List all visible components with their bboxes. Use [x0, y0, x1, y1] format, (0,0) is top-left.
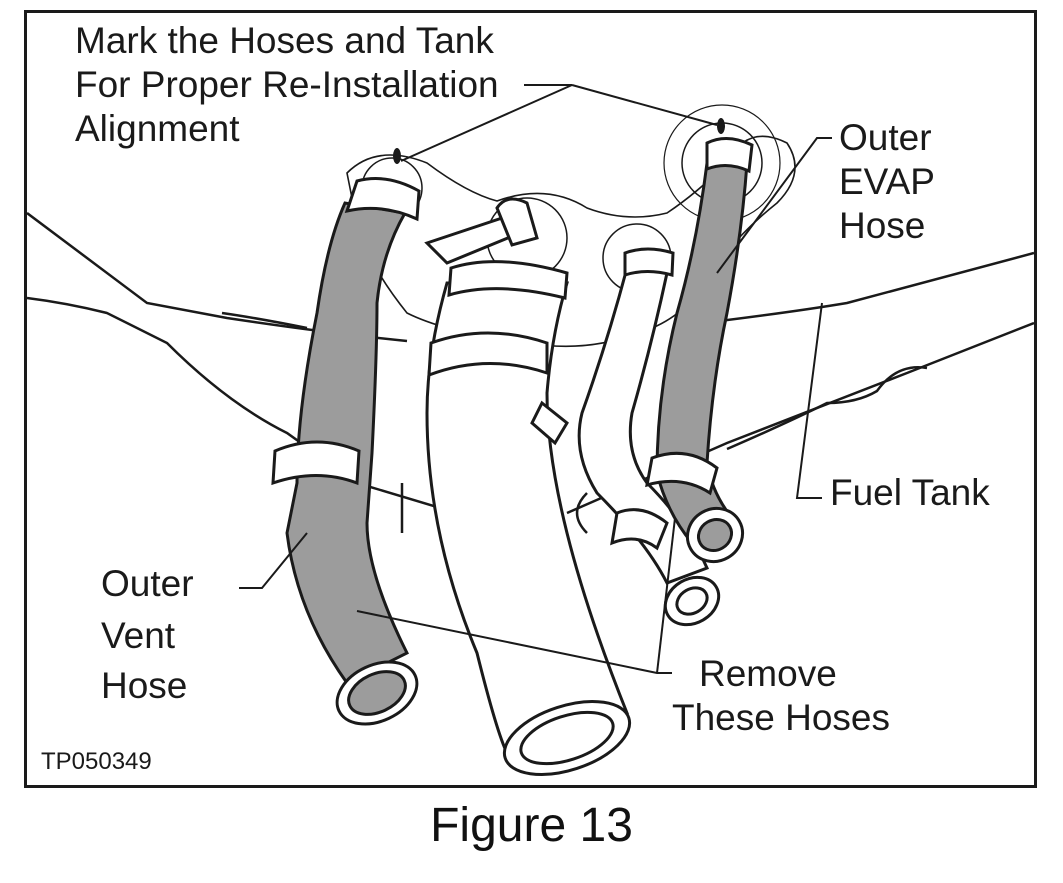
label-mark-line-2: For Proper Re-Installation [75, 64, 499, 105]
label-mark-line-1: Mark the Hoses and Tank [75, 20, 494, 61]
label-outer-evap-line-3: Hose [839, 205, 926, 246]
label-remove-line-1: Remove [699, 653, 837, 694]
label-outer-evap-line-1: Outer [839, 117, 932, 158]
label-outer-vent-line-3: Hose [101, 665, 188, 706]
label-mark-line-3: Alignment [75, 108, 240, 149]
figure-code: TP050349 [41, 748, 152, 775]
diagram-illustration [27, 84, 1034, 776]
diagram-frame: Mark the Hoses and Tank For Proper Re-In… [24, 10, 1037, 788]
label-remove-line-2: These Hoses [672, 697, 890, 738]
outer-evap-hose [645, 137, 754, 564]
label-fuel-tank: Fuel Tank [830, 472, 990, 513]
label-outer-evap-line-2: EVAP [839, 161, 935, 202]
leader-lines [239, 84, 832, 674]
figure-caption: Figure 13 [430, 799, 633, 852]
alignment-marks [393, 118, 725, 164]
label-outer-vent-line-2: Vent [101, 615, 176, 656]
label-outer-vent-line-1: Outer [101, 563, 194, 604]
middle-hose [577, 247, 721, 627]
outer-vent-hose [271, 177, 421, 726]
